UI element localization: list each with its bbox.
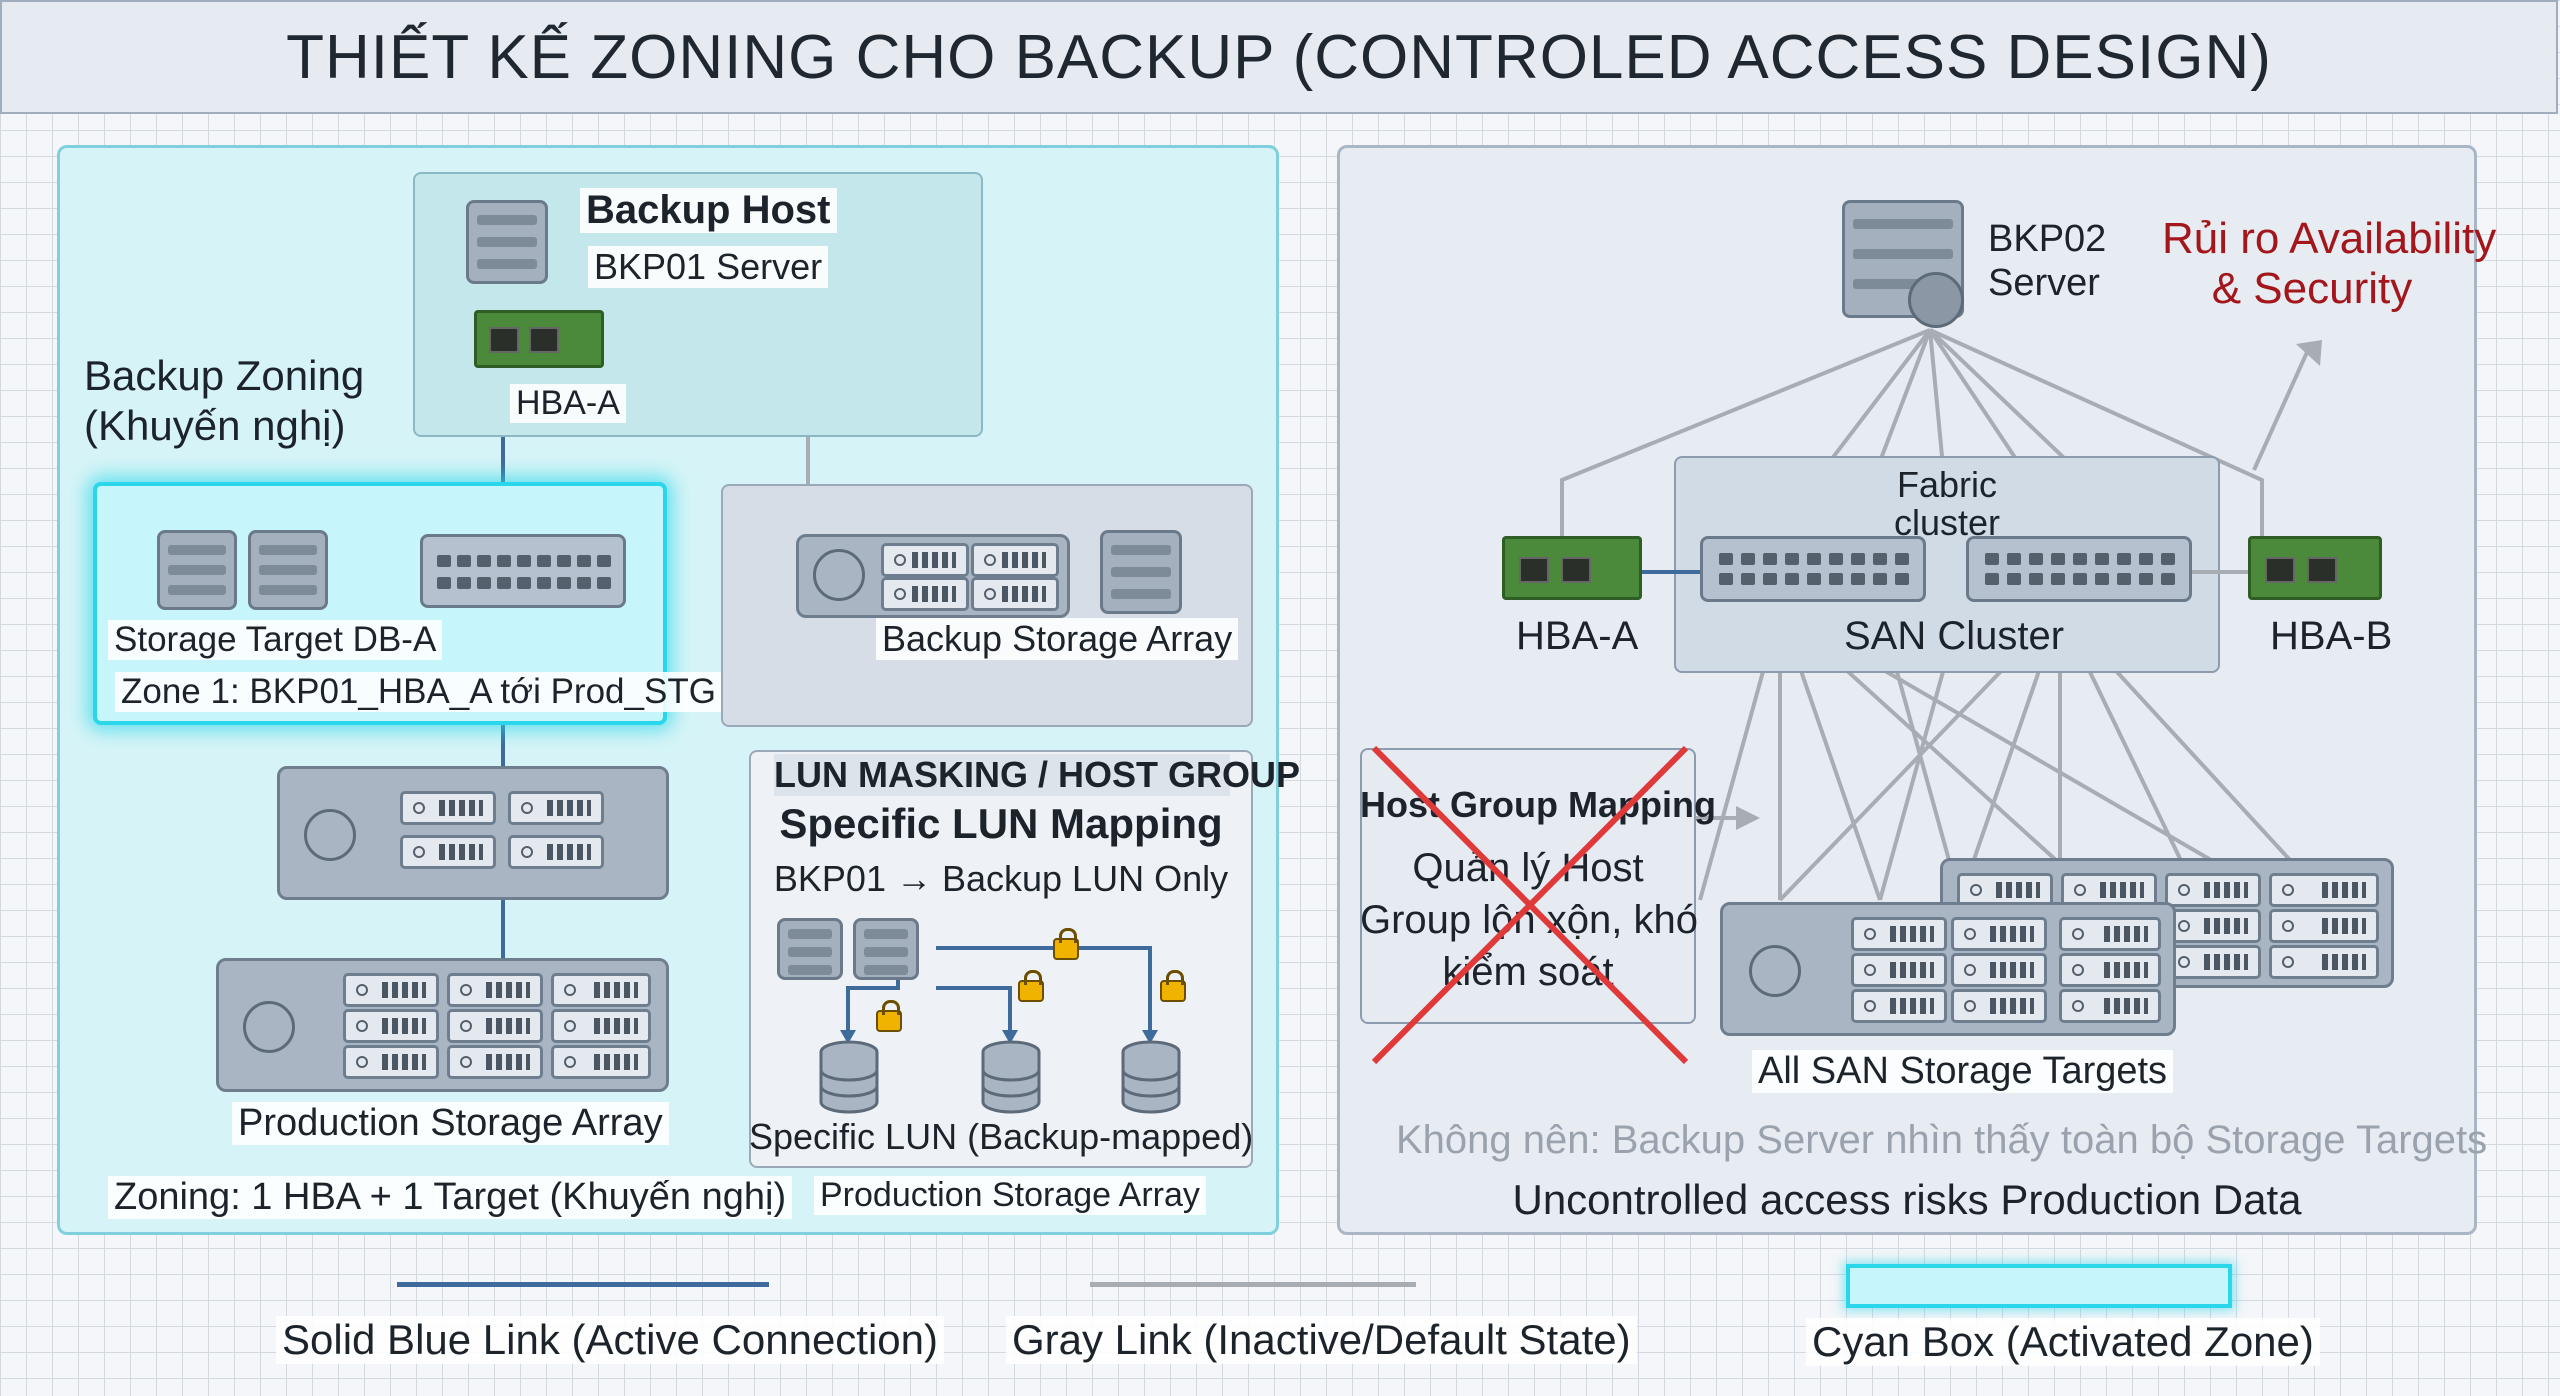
hba-card-icon[interactable] xyxy=(474,310,604,368)
hba-card-icon[interactable] xyxy=(1502,536,1642,600)
bkp02-sublabel: Server xyxy=(1988,262,2100,304)
backup-storage-array-icon xyxy=(796,534,1070,618)
lock-icon xyxy=(1053,928,1079,960)
host-group-line1: Quản lý Host xyxy=(1412,846,1644,890)
lun-mapping-subheading: Specific LUN Mapping xyxy=(779,800,1223,847)
legend-gray-label: Gray Link (Inactive/Default State) xyxy=(1006,1316,1637,1364)
san-cluster-label: SAN Cluster xyxy=(1844,614,2065,658)
legend-blue-label: Solid Blue Link (Active Connection) xyxy=(276,1316,945,1364)
san-switch-icon xyxy=(1966,536,2192,602)
risk-sublabel: & Security xyxy=(2211,264,2413,313)
lun-database-icon xyxy=(819,1040,879,1114)
bkp02-label: BKP02 xyxy=(1988,218,2107,260)
legend-blue-swatch xyxy=(397,1282,769,1287)
specific-lun-label: Specific LUN (Backup-mapped) xyxy=(749,1116,1254,1157)
production-array-icon xyxy=(216,958,669,1092)
storage-target-label: Storage Target DB-A xyxy=(108,620,443,660)
backup-storage-server-icon xyxy=(1100,530,1182,614)
san-switch-icon xyxy=(1700,536,1926,602)
network-icon xyxy=(1908,272,1964,328)
san-storage-array-icon xyxy=(1720,902,2176,1036)
page-title: THIẾT KẾ ZONING CHO BACKUP (CONTROLED AC… xyxy=(286,22,2272,92)
zone-1-label: Zone 1: BKP01_HBA_A tới Prod_STG xyxy=(115,672,722,712)
production-array-icon xyxy=(277,766,669,900)
warning-note: Không nên: Backup Server nhìn thấy toàn … xyxy=(1396,1118,2488,1162)
backup-zoning-sublabel: (Khuyến nghị) xyxy=(84,402,346,449)
risk-label: Rủi ro Availability xyxy=(2162,214,2497,263)
storage-target-server-icon xyxy=(248,530,328,610)
legend-cyan-swatch xyxy=(1846,1264,2232,1308)
hba-b-label: HBA-B xyxy=(2270,614,2393,658)
lock-icon xyxy=(1160,970,1186,1002)
backup-storage-label: Backup Storage Array xyxy=(876,618,1239,660)
title-bar: THIẾT KẾ ZONING CHO BACKUP (CONTROLED AC… xyxy=(0,0,2558,114)
risk-note: Uncontrolled access risks Production Dat… xyxy=(1512,1176,2302,1223)
legend-gray-swatch xyxy=(1090,1282,1416,1287)
fc-switch-icon xyxy=(420,534,626,608)
lun-database-icon xyxy=(1121,1040,1181,1114)
lun-masking-heading: LUN MASKING / HOST GROUP xyxy=(774,754,1301,796)
hba-a-label: HBA-A xyxy=(510,384,626,423)
lun-host-server-icon xyxy=(777,918,843,980)
backup-host-title: Backup Host xyxy=(580,188,837,233)
hba-a-right-label: HBA-A xyxy=(1516,614,1639,658)
cross-out-icon xyxy=(1371,745,1689,1065)
backup-zoning-label: Backup Zoning xyxy=(84,352,365,399)
zoning-recommendation-note: Zoning: 1 HBA + 1 Target (Khuyến nghị) xyxy=(108,1176,793,1219)
lun-host-server-icon xyxy=(853,918,919,980)
backup-host-server-icon xyxy=(466,200,548,284)
legend-cyan-label: Cyan Box (Activated Zone) xyxy=(1806,1318,2320,1366)
all-san-targets-label: All SAN Storage Targets xyxy=(1752,1050,2174,1093)
backup-host-server-label: BKP01 Server xyxy=(588,246,829,288)
lock-icon xyxy=(876,1000,902,1032)
lun-footer-label: Production Storage Array xyxy=(814,1176,1206,1215)
lun-database-icon xyxy=(981,1040,1041,1114)
hba-card-icon[interactable] xyxy=(2248,536,2382,600)
production-storage-label: Production Storage Array xyxy=(232,1102,669,1145)
lun-mapping-rule: BKP01 → Backup LUN Only xyxy=(773,858,1229,899)
lock-icon xyxy=(1018,970,1044,1002)
storage-target-server-icon xyxy=(157,530,237,610)
fabric-label: Fabric xyxy=(1896,464,1998,505)
